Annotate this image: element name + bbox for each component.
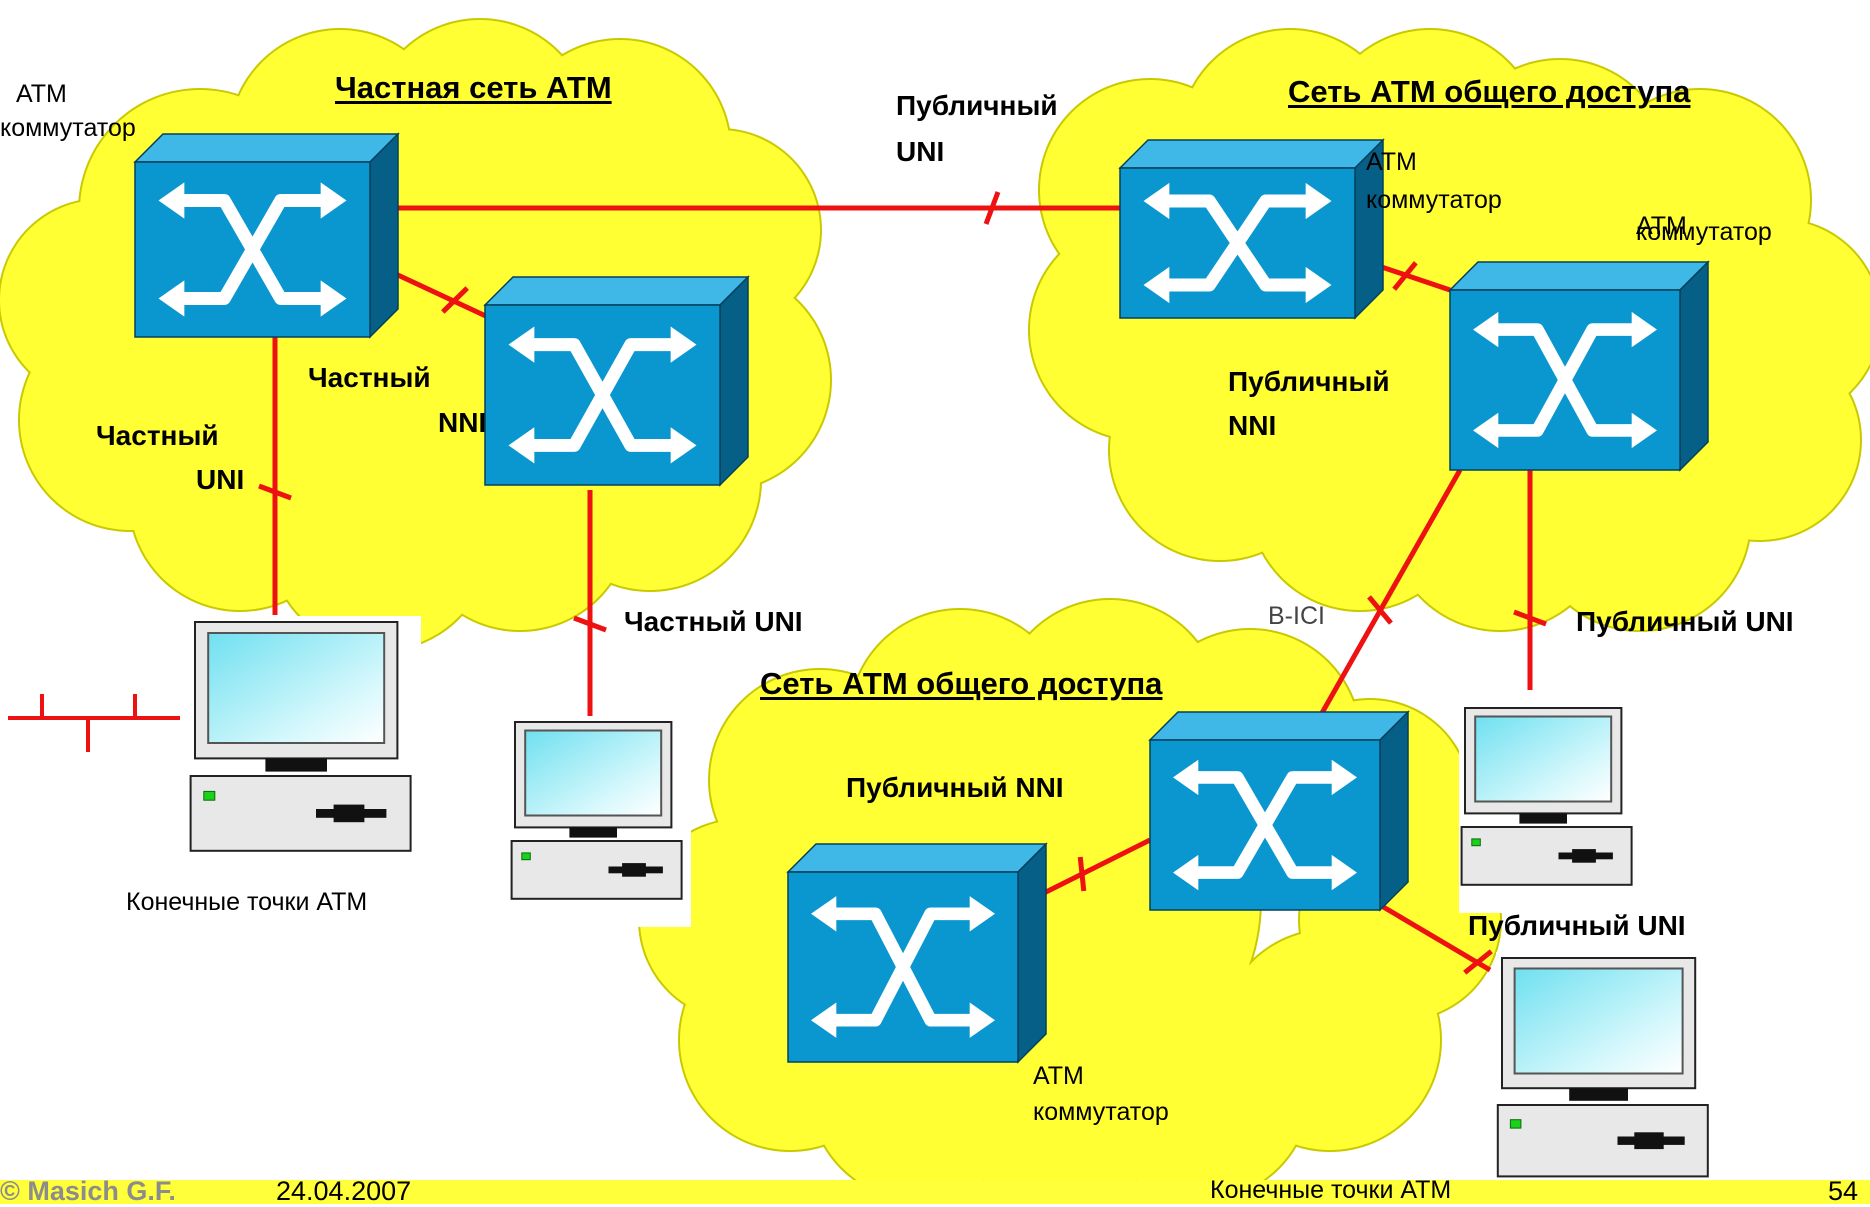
link-private-to-public-top — [370, 191, 1120, 225]
public-network-title-bottom: Сеть АТМ общего доступа — [760, 666, 1163, 701]
atm-switch-label-bottom-line2: коммутатор — [1033, 1098, 1169, 1126]
computer-endpoint-right — [1459, 702, 1641, 913]
public-uni-top-line2: UNI — [896, 136, 945, 167]
link-public-bottom-nni — [1028, 837, 1152, 903]
private-uni-left-line2: UNI — [196, 464, 245, 495]
endpoints-left-label: Конечные точки АТМ — [126, 888, 368, 916]
link-public-uni-bottom-right — [1378, 902, 1493, 975]
private-network-title: Частная сеть АТМ — [335, 70, 612, 105]
footer-page-number: 54 — [1828, 1176, 1859, 1206]
footer-date: 24.04.2007 — [276, 1176, 412, 1206]
footer-copyright: © Masich G.F. — [0, 1176, 176, 1206]
public-network-cloud-top — [1028, 28, 1870, 632]
atm-switch-public-top-1 — [1118, 138, 1385, 320]
atm-switch-label-tl-line2: коммутатор — [0, 114, 136, 142]
public-nni-right-line1: Публичный — [1228, 366, 1390, 397]
b-ici-label: B-ICI — [1268, 602, 1325, 630]
public-uni-right-label: Публичный UNI — [1576, 606, 1794, 637]
link-b-ici — [1315, 468, 1463, 722]
link-public-uni-right — [1513, 470, 1547, 690]
atm-switch-label-pub1-line1: АТМ — [1366, 148, 1417, 176]
footer-bar — [0, 1180, 1870, 1204]
atm-switch-public-bottom-2 — [786, 842, 1048, 1064]
lan-bus — [8, 694, 180, 752]
private-nni-line2: NNI — [438, 407, 487, 438]
link-private-uni-left — [258, 330, 292, 615]
atm-switch-private-main — [133, 132, 400, 339]
atm-switch-public-bottom-1 — [1148, 710, 1410, 912]
atm-switch-label-pub1-line2: коммутатор — [1366, 186, 1502, 214]
computer-endpoint-left — [189, 616, 421, 886]
private-nni-line1: Частный — [308, 362, 431, 393]
public-network-title-top: Сеть АТМ общего доступа — [1288, 74, 1691, 109]
endpoints-bottom-label: Конечные точки АТМ — [1210, 1176, 1452, 1204]
atm-switch-label-pub2-line1: АТМ — [1636, 212, 1687, 240]
private-uni-left-line1: Частный — [96, 420, 219, 451]
public-nni-bottom-label: Публичный NNI — [846, 772, 1064, 803]
atm-switch-public-top-2 — [1448, 260, 1710, 472]
public-uni-top-line1: Публичный — [896, 90, 1058, 121]
link-private-uni-mid — [573, 490, 607, 720]
atm-switch-label-pub2-line2: коммутатор — [1636, 218, 1772, 246]
atm-switch-label-bottom-line1: АТМ — [1033, 1062, 1084, 1090]
computer-endpoint-mid — [509, 716, 691, 927]
public-nni-right-line2: NNI — [1228, 410, 1277, 441]
private-uni-mid-label: Частный UNI — [624, 606, 803, 637]
atm-switch-label-tl-line1: АТМ — [16, 80, 67, 108]
computer-endpoint-bottom-right — [1496, 952, 1718, 1204]
public-uni-bottom-right-label: Публичный UNI — [1468, 910, 1686, 941]
atm-switch-private-second — [483, 275, 750, 487]
